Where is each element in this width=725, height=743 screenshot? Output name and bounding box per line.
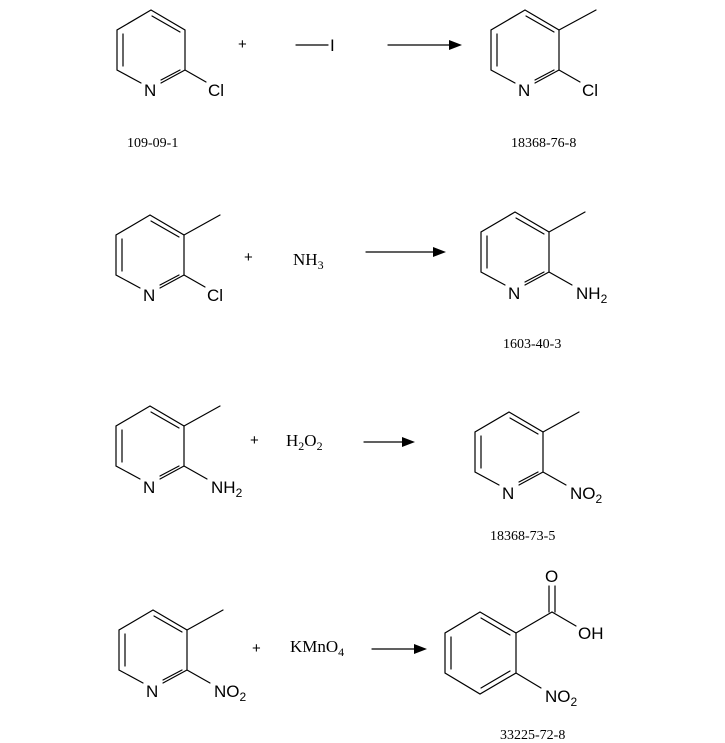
methyl-bond — [548, 211, 586, 233]
amino-group-label: NH2 — [576, 284, 608, 306]
reaction-1: N Cl + I N Cl 109-09-1 18368-76-8 — [116, 9, 598, 151]
pyridine-ring-bonds — [490, 9, 560, 84]
reaction-arrow — [365, 247, 446, 257]
product-2-nitrobenzoic-acid: O OH NO2 — [444, 567, 604, 709]
chlorine-label: Cl — [208, 81, 224, 100]
plus-sign: + — [238, 36, 247, 53]
c-n-bond — [542, 471, 567, 486]
reagent-potassium-permanganate: KMnO4 — [290, 637, 344, 659]
reaction-3: N NH2 + H2O2 N NO2 18368-73-5 — [115, 405, 603, 544]
plus-sign: + — [252, 640, 261, 657]
ring-double-bonds — [450, 617, 511, 689]
carbonyl-double-bond — [548, 585, 556, 613]
reactant-cas-number: 109-09-1 — [127, 136, 178, 151]
product-cas-number: 18368-73-5 — [490, 529, 555, 544]
reaction-arrow — [363, 437, 415, 447]
ring-double-bonds — [121, 220, 180, 286]
methyl-bond — [183, 405, 221, 427]
pyridine-ring-bonds — [474, 411, 544, 486]
product-cas-number: 1603-40-3 — [503, 337, 561, 352]
reagent-subscript: 3 — [318, 258, 324, 272]
product-cas-number: 18368-76-8 — [511, 136, 576, 151]
nitro-group-label: NO2 — [545, 687, 578, 709]
nitrogen-label: N — [518, 81, 530, 100]
reaction-4: N NO2 + KMnO4 O OH NO2 33225-72-8 — [118, 567, 604, 743]
plus-sign: + — [250, 432, 259, 449]
pyridine-ring-bonds — [115, 214, 185, 289]
plus-sign: + — [244, 249, 253, 266]
chlorine-label: Cl — [207, 286, 223, 305]
c-cl-bond — [184, 69, 207, 83]
chlorine-label: Cl — [582, 81, 598, 100]
ring-double-bonds — [121, 411, 180, 477]
methyl-bond — [542, 411, 580, 433]
reactant-2-chloropyridine: N Cl — [116, 9, 224, 100]
reactant-2-chloro-3-methylpyridine: N Cl — [115, 214, 223, 305]
ring-double-bonds — [122, 15, 181, 81]
ring-double-bonds — [496, 15, 555, 81]
product-3-methyl-2-nitropyridine: N NO2 — [474, 411, 603, 506]
c-n-bond — [186, 669, 211, 684]
product-cas-number: 33225-72-8 — [500, 728, 565, 743]
methyl-bond — [186, 609, 224, 631]
ring-double-bonds — [480, 417, 539, 483]
reagent-base: NH — [293, 250, 318, 269]
reaction-arrow — [371, 644, 427, 654]
iodine-label: I — [330, 36, 335, 55]
reagent-hydrogen-peroxide: H2O2 — [286, 431, 323, 453]
c-n-bond — [515, 672, 542, 689]
nitrogen-label: N — [502, 484, 514, 503]
reagent-ammonia: NH3 — [293, 250, 324, 272]
ring-double-bonds — [124, 615, 183, 681]
pyridine-ring-bonds — [116, 9, 186, 84]
amino-group-label: NH2 — [211, 478, 243, 500]
product-2-amino-3-methylpyridine: N NH2 — [480, 211, 608, 306]
nitrogen-label: N — [146, 682, 158, 701]
c-cl-bond — [183, 274, 206, 288]
nitro-group-label: NO2 — [214, 682, 247, 704]
reactant-2-amino-3-methylpyridine: N NH2 — [115, 405, 243, 500]
nitro-group-label: NO2 — [570, 484, 603, 506]
reagent-methyl-iodide: I — [295, 36, 335, 55]
nitrogen-label: N — [508, 284, 520, 303]
ring-double-bonds — [486, 217, 545, 283]
carbonyl-oxygen-label: O — [545, 567, 558, 586]
benzene-ring-bonds — [444, 611, 517, 695]
pyridine-ring-bonds — [118, 609, 188, 684]
methyl-bond — [183, 214, 221, 236]
nitrogen-label: N — [143, 286, 155, 305]
nitrogen-label: N — [143, 478, 155, 497]
product-2-chloro-3-methylpyridine: N Cl — [490, 9, 598, 100]
pyridine-ring-bonds — [480, 211, 550, 286]
c-oh-bond — [551, 611, 577, 627]
c-cl-bond — [558, 69, 581, 83]
c-n-bond — [548, 271, 573, 286]
reaction-2: N Cl + NH3 N NH2 1603-40-3 — [115, 211, 608, 352]
reaction-arrow — [387, 40, 462, 50]
reactant-3-methyl-2-nitropyridine: N NO2 — [118, 609, 247, 704]
c-carboxyl-bond — [515, 611, 553, 634]
methyl-bond — [558, 9, 597, 31]
hydroxyl-label: OH — [578, 624, 604, 643]
nitrogen-label: N — [144, 81, 156, 100]
pyridine-ring-bonds — [115, 405, 185, 480]
c-n-bond — [183, 465, 208, 480]
